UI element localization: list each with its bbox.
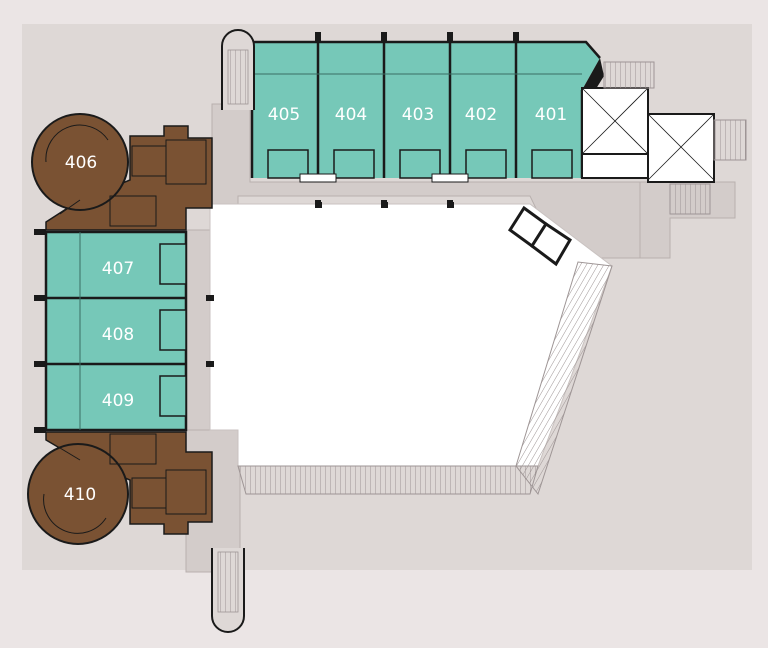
stair-tower-bottom <box>211 548 245 633</box>
suite-410-group: 410 <box>27 431 213 545</box>
suite-401[interactable] <box>516 42 600 178</box>
deck-bottom <box>237 465 539 495</box>
suites-top: 405 404 403 402 401 <box>250 32 604 208</box>
service-rooms <box>581 61 747 215</box>
room-label-401: 401 <box>535 105 567 125</box>
stair-tower-top <box>221 29 255 110</box>
suites-left: 407 408 409 <box>34 229 214 433</box>
room-label-403: 403 <box>402 105 434 125</box>
courtyard-columns <box>316 202 454 208</box>
deck-right <box>515 261 613 496</box>
room-label-410: 410 <box>64 485 96 505</box>
suite-406-group: 406 <box>31 113 213 231</box>
elevator-block <box>507 205 573 267</box>
room-label-406: 406 <box>65 153 97 173</box>
room-label-409: 409 <box>102 391 134 411</box>
room-label-405: 405 <box>268 105 300 125</box>
room-label-402: 402 <box>465 105 497 125</box>
room-label-408: 408 <box>102 325 134 345</box>
room-label-407: 407 <box>102 259 134 279</box>
room-label-404: 404 <box>335 105 367 125</box>
